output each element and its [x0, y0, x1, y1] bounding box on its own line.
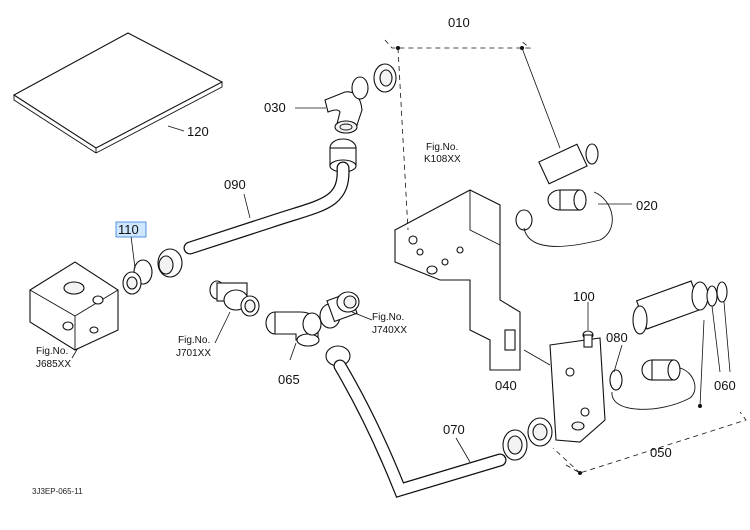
- part-110-fitting[interactable]: [122, 259, 153, 295]
- part-030-nut[interactable]: [329, 138, 357, 173]
- part-060-rings[interactable]: [706, 281, 728, 307]
- fig-ref-k108-label: Fig.No.: [426, 142, 458, 153]
- leader-060-a: [711, 305, 721, 373]
- callout-110-highlight: [115, 221, 147, 238]
- leader-j701: [214, 311, 231, 344]
- fig-ref-j685-label: Fig.No.: [36, 346, 68, 357]
- part-080-ring[interactable]: [609, 369, 623, 391]
- part-090-hose[interactable]: [157, 161, 350, 278]
- fig-ref-j740-label: Fig.No.: [372, 312, 404, 323]
- callout-100[interactable]: 100: [573, 289, 595, 304]
- part-065-elbow[interactable]: [265, 311, 322, 347]
- leader-110: [130, 235, 136, 269]
- callout-110[interactable]: 110: [118, 222, 139, 237]
- leader-090: [243, 193, 251, 219]
- leader-080: [613, 344, 623, 373]
- part-010-ring[interactable]: [373, 63, 397, 93]
- leader-060-b: [723, 301, 731, 373]
- adapter-fitting: [319, 291, 360, 329]
- callout-040[interactable]: 040: [495, 378, 517, 393]
- part-120-manual[interactable]: [12, 32, 224, 154]
- callout-020[interactable]: 020: [636, 198, 658, 213]
- callout-070[interactable]: 070: [443, 422, 465, 437]
- fig-ref-j701-label: Fig.No.: [178, 335, 210, 346]
- part-070-hose[interactable]: [325, 345, 528, 498]
- group-050-bracket: [552, 319, 747, 475]
- callout-080[interactable]: 080: [606, 330, 628, 345]
- callout-050[interactable]: 050: [650, 445, 672, 460]
- part-040-plate[interactable]: [549, 337, 606, 443]
- callout-030[interactable]: 030: [264, 100, 286, 115]
- fig-ref-j685-number[interactable]: J685XX: [36, 359, 71, 370]
- leader-j685: [71, 347, 79, 359]
- drawing-id: 3J3EP-065-11: [32, 487, 83, 496]
- fig-ref-j740-number[interactable]: J740XX: [372, 325, 407, 336]
- tee-fitting: [209, 280, 260, 317]
- leader-070: [455, 437, 471, 463]
- part-100-bolt[interactable]: [582, 330, 594, 348]
- callout-090[interactable]: 090: [224, 177, 246, 192]
- callout-065[interactable]: 065: [278, 372, 300, 387]
- valve-block: [29, 261, 119, 351]
- part-050-ring[interactable]: [527, 417, 553, 447]
- leader-j740: [351, 311, 373, 321]
- leader-040: [523, 349, 551, 366]
- mounting-bracket: [394, 189, 521, 371]
- part-030-elbow[interactable]: [324, 76, 369, 134]
- callout-120[interactable]: 120: [187, 124, 209, 139]
- leader-120: [167, 125, 185, 132]
- callout-010[interactable]: 010: [448, 15, 470, 30]
- callout-060[interactable]: 060: [714, 378, 736, 393]
- part-050-coupler[interactable]: [611, 280, 709, 410]
- fig-ref-k108-number[interactable]: K108XX: [424, 154, 461, 165]
- group-010-bracket: [384, 39, 561, 231]
- part-020-coupler[interactable]: [515, 143, 613, 247]
- fig-ref-j701-number[interactable]: J701XX: [176, 348, 211, 359]
- leader-065: [289, 342, 297, 361]
